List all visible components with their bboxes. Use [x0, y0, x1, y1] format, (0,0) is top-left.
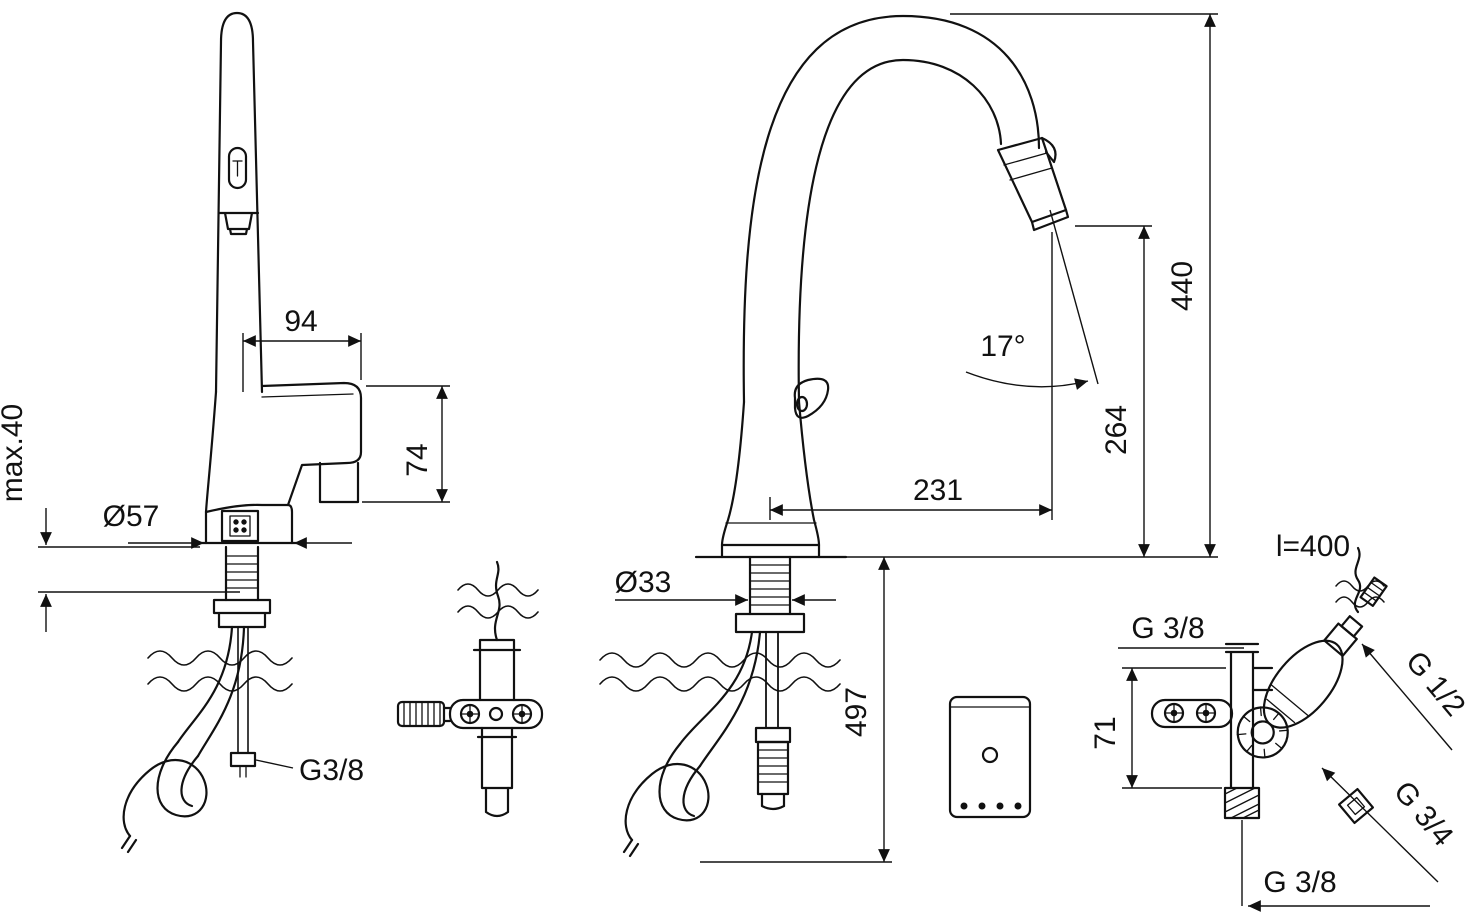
- dim-g12-label: G 1/2: [1399, 645, 1471, 722]
- spray-head-aerator: [1030, 208, 1070, 232]
- left-faucet-aerator: [217, 211, 260, 236]
- faucet-column: [720, 400, 821, 559]
- dim-d33-label: Ø33: [615, 566, 672, 599]
- left-faucet-side-arm: [260, 381, 363, 507]
- break-lines-mid: [599, 652, 841, 668]
- mid-nut: [734, 612, 806, 634]
- dim-231-label: 231: [913, 474, 963, 507]
- left-faucet-arm-step: [318, 461, 360, 504]
- pulldown-faucet: [599, 14, 1070, 858]
- left-faucet-spout-column: [214, 11, 264, 394]
- side-valve-hose: [493, 560, 501, 642]
- spray-head-lever: [1040, 136, 1057, 164]
- hose-weight: [756, 740, 790, 796]
- left-faucet-sensor-window: [227, 146, 248, 190]
- dim-g34-label: G 3/4: [1387, 775, 1459, 852]
- mid-supply-hose-2: [698, 630, 762, 768]
- dim-l400-label: l=400: [1276, 530, 1350, 563]
- gooseneck-inner: [797, 58, 1003, 404]
- dimension-labels: 94 max.40 Ø57 74 G3/8 440 264 17° 231 Ø3…: [0, 261, 1471, 899]
- side-valve-upper-body: [472, 638, 522, 702]
- dim-440-label: 440: [1166, 261, 1199, 311]
- valve-hose-connector: [1359, 576, 1388, 607]
- left-faucet-body: [204, 390, 218, 545]
- valve-knob: [1236, 706, 1289, 759]
- valve-body: [1236, 615, 1364, 759]
- dim-94-label: 94: [284, 305, 317, 338]
- dim-74-label: 74: [401, 443, 434, 476]
- angle-valve-assembly: [1150, 546, 1388, 825]
- dimension-lines: [38, 13, 1453, 912]
- spray-hose: [765, 631, 779, 729]
- left-faucet-washer: [212, 598, 272, 629]
- hose-weight-nut: [754, 726, 792, 744]
- left-hose-end: [120, 834, 138, 854]
- left-faucet-hose-loop: [122, 740, 208, 838]
- mid-hose-loop: [624, 742, 710, 842]
- side-valve-plate: [448, 698, 544, 730]
- dim-17deg-label: 17°: [980, 330, 1025, 363]
- mounting-bracket: [1150, 698, 1234, 729]
- side-view-valve: [396, 560, 544, 818]
- left-faucet-base-window: [220, 509, 260, 543]
- left-faucet-base: [204, 503, 294, 545]
- dim-g38-top-label: G 3/8: [1131, 612, 1204, 645]
- dim-max40-label: max.40: [0, 404, 29, 502]
- dim-264-label: 264: [1100, 405, 1133, 455]
- left-faucet-hose-2: [196, 625, 246, 758]
- control-box: [948, 695, 1032, 819]
- dim-g38-bottom-label: G 3/8: [1263, 866, 1336, 899]
- dim-d57-label: Ø57: [103, 500, 160, 533]
- spray-head: [996, 136, 1068, 224]
- control-box-button: [981, 746, 999, 764]
- side-valve-handle: [396, 700, 446, 728]
- dim-g38-left-label: G3/8: [299, 754, 364, 787]
- dim-71-label: 71: [1089, 716, 1122, 749]
- left-faucet-hose: [176, 625, 234, 744]
- side-valve-lower-body: [476, 726, 518, 790]
- dim-497-label: 497: [840, 687, 873, 737]
- mid-supply-hose: [678, 630, 754, 746]
- valve-hose: [1353, 546, 1362, 614]
- break-lines-left: [147, 650, 293, 666]
- g34-square-symbol: [1337, 787, 1375, 825]
- left-faucet: [120, 11, 363, 854]
- gooseneck-outer: [742, 14, 1041, 404]
